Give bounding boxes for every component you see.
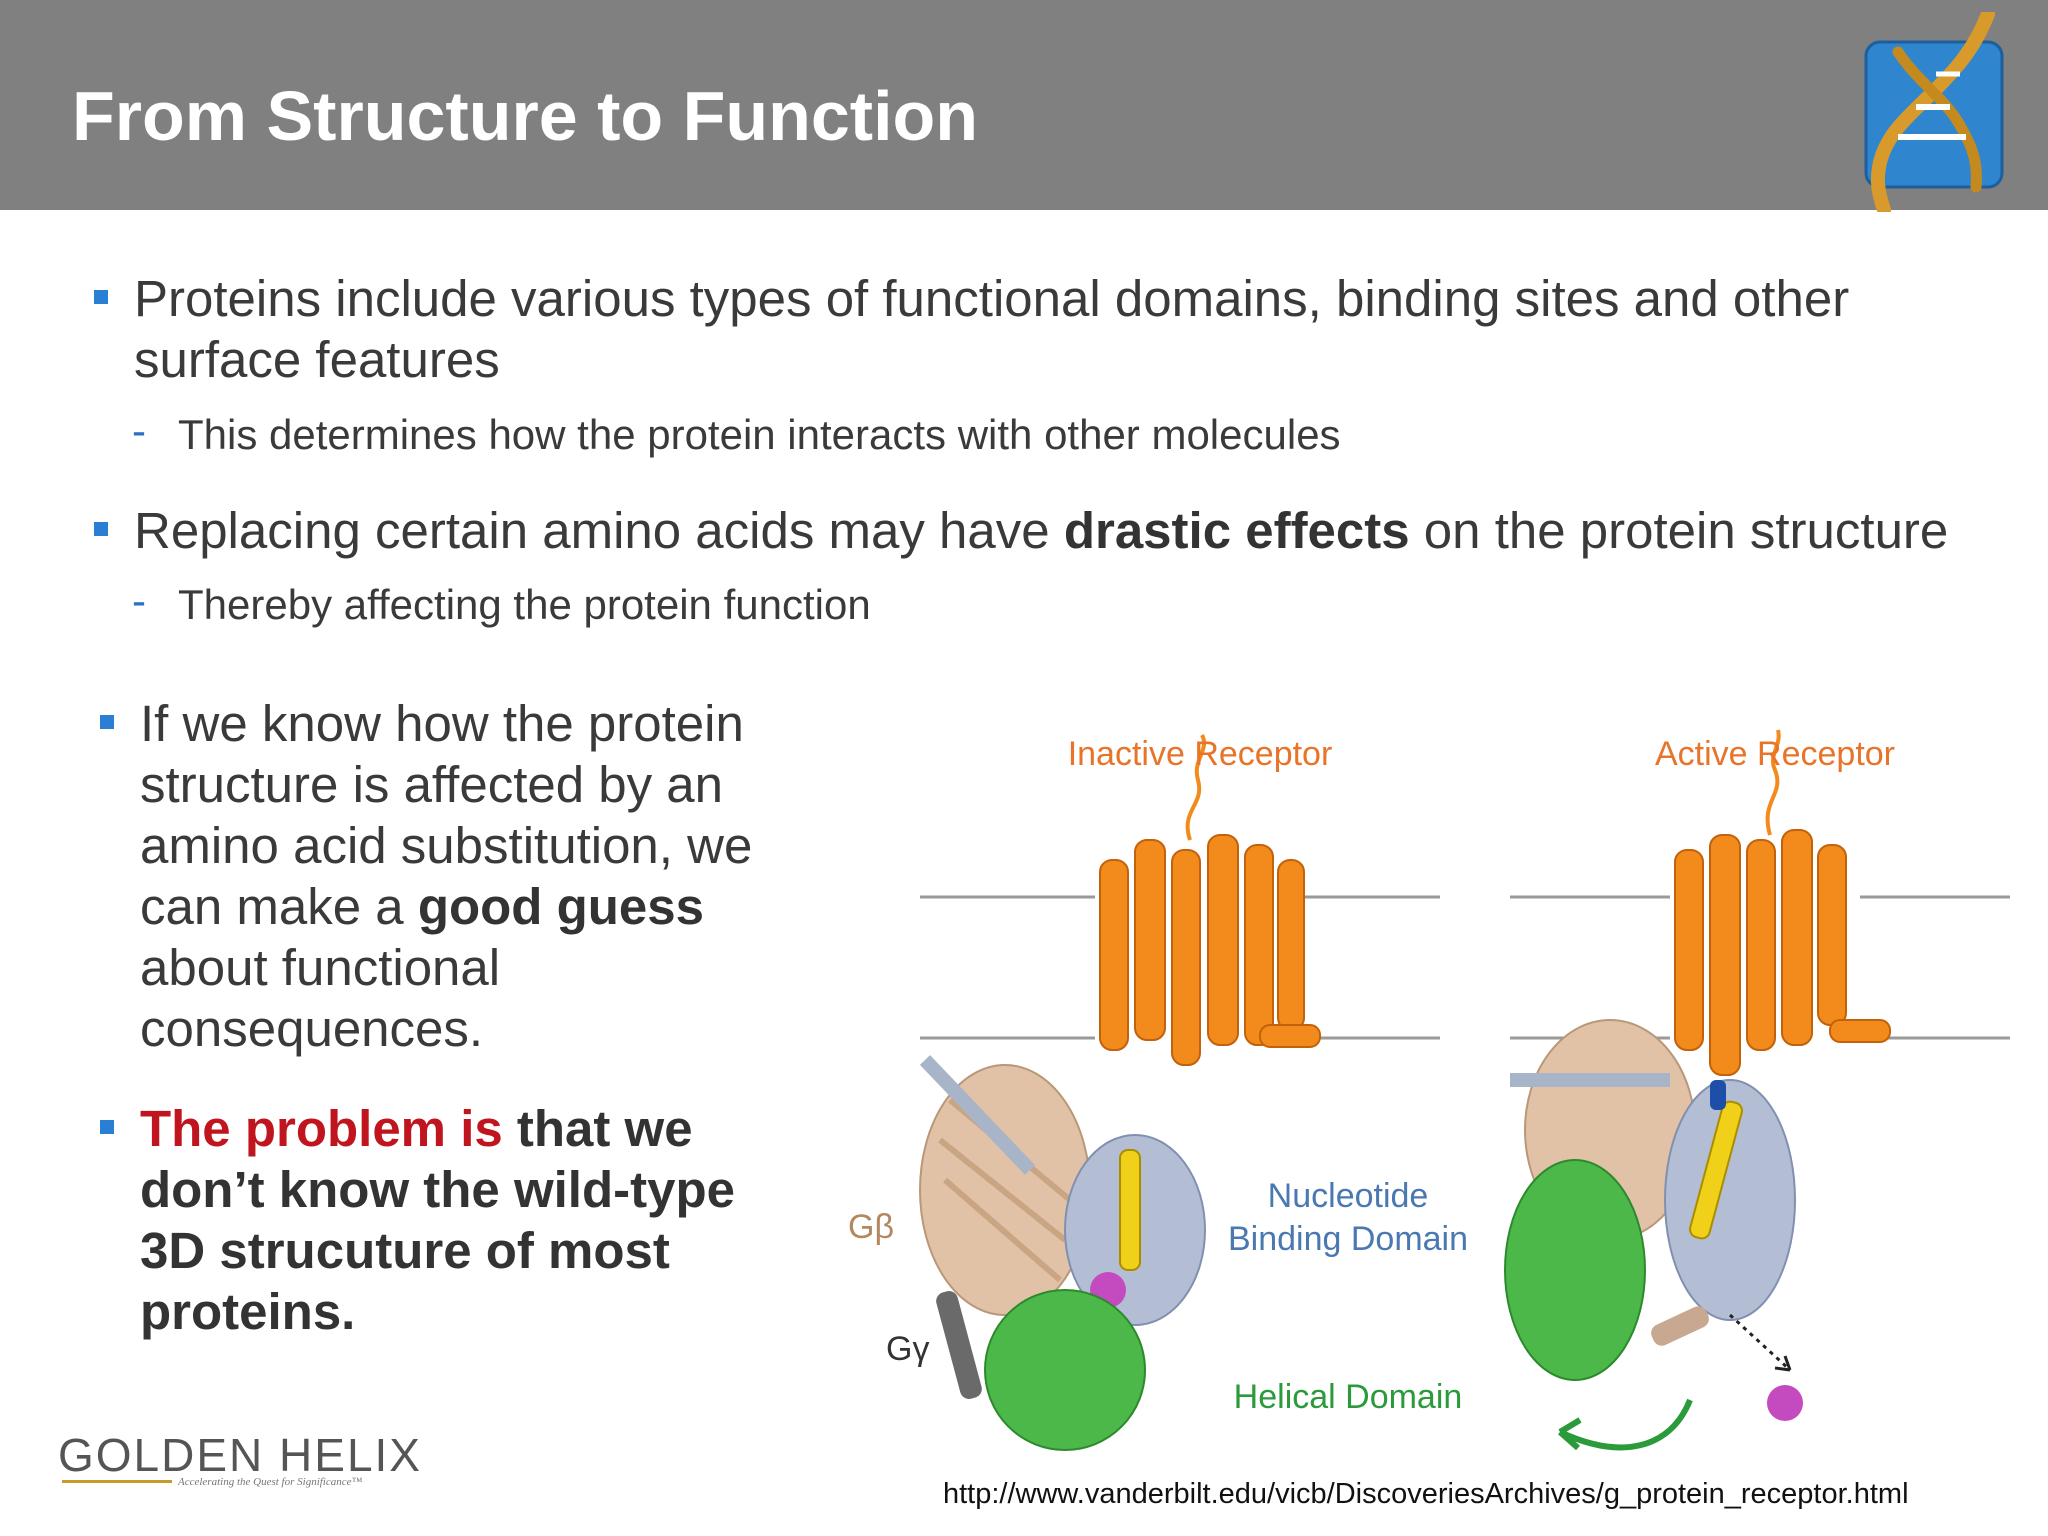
bullet-4-line-3: 3D strucuture of most — [140, 1222, 670, 1279]
bullet-3-line-4-bold: good guess — [417, 878, 704, 935]
active-gamma-subunit — [1651, 1306, 1709, 1346]
bullet-marker — [100, 715, 114, 729]
active-nucleotide-domain — [1664, 1079, 1796, 1321]
bullet-2-sub: Thereby affecting the protein function — [178, 581, 871, 628]
bullet-3-line-3: amino acid substitution, we — [140, 817, 753, 874]
g-protein-receptor-figure: Inactive Receptor Active Receptor Nucleo… — [848, 729, 2010, 1451]
logo-underline — [62, 1480, 172, 1483]
released-nucleotide — [1767, 1385, 1803, 1421]
label-ggamma: Gγ — [886, 1330, 929, 1368]
golden-helix-logo-name: GOLDEN HELIX — [58, 1429, 422, 1481]
sub-bullet-dash: - — [132, 577, 146, 624]
bullet-3-line-4-pre: can make a — [140, 878, 418, 935]
golden-helix-logo-tagline: Accelerating the Quest for Significance™ — [178, 1476, 363, 1488]
active-receptor-loop — [1765, 729, 1781, 836]
release-arrow — [1728, 1313, 1792, 1372]
label-gbeta: Gβ — [848, 1208, 894, 1246]
bullet-4-red-text: The problem is — [140, 1100, 503, 1157]
inactive-gbeta-extension — [919, 1055, 1036, 1175]
bullet-3-line-2: structure is affected by an — [140, 756, 724, 813]
rotation-arrow — [1558, 1398, 1693, 1451]
bullet-3-line-4: can make a good guess — [140, 876, 704, 937]
bullet-marker — [94, 290, 108, 304]
inactive-gbeta-subunit — [919, 1064, 1091, 1316]
bullet-4-line-1: The problem is that we — [140, 1098, 693, 1159]
bullet-3-line-6: consequences. — [140, 1000, 484, 1057]
dna-helix-logo-icon — [1864, 12, 2004, 212]
inactive-gamma-subunit — [936, 1291, 982, 1399]
bullet-marker — [94, 522, 108, 536]
bullet-3-line-5: about functional — [140, 939, 501, 996]
bullet-2-text-bold: drastic effects — [1063, 502, 1410, 559]
active-helical-domain — [1504, 1159, 1646, 1381]
source-url: http://www.vanderbilt.edu/vicb/Discoveri… — [943, 1478, 1909, 1510]
bullet-marker — [100, 1120, 114, 1134]
slide-header: From Structure to Function — [0, 0, 2048, 212]
bullet-1-line-1: Proteins include various types of functi… — [134, 270, 1850, 327]
label-nucleotide-1: Nucleotide — [1268, 1177, 1429, 1215]
golden-helix-logo: GOLDEN HELIX Accelerating the Quest for … — [58, 1428, 420, 1498]
label-nucleotide-2: Binding Domain — [1228, 1220, 1468, 1258]
label-active-receptor: Active Receptor — [1655, 735, 1895, 773]
label-inactive-receptor: Inactive Receptor — [1068, 735, 1333, 773]
bullet-4-line-4: proteins. — [140, 1283, 356, 1340]
bullet-2-text: Replacing certain amino acids may have d… — [134, 500, 1948, 561]
sub-bullet-dash: - — [132, 407, 146, 454]
active-receptor-helices — [1674, 829, 1891, 1076]
bullet-4-line-1-rest: that we — [502, 1100, 693, 1157]
slide-title: From Structure to Function — [72, 77, 979, 155]
inactive-receptor-loop — [1185, 734, 1206, 841]
label-helical-domain: Helical Domain — [1234, 1378, 1463, 1416]
bullet-2-text-pre: Replacing certain amino acids may have — [134, 502, 1064, 559]
bullet-1-sub: This determines how the protein interact… — [178, 411, 1341, 458]
bullet-3-line-1: If we know how the protein — [140, 695, 744, 752]
bullet-2-text-post: on the protein structure — [1409, 502, 1949, 559]
inactive-helical-domain — [984, 1289, 1146, 1451]
inactive-receptor-helices — [1099, 834, 1321, 1066]
bullet-1-line-2: surface features — [134, 331, 500, 388]
bullet-4-line-2: don’t know the wild-type — [140, 1161, 735, 1218]
inactive-nucleotide-domain — [1064, 1134, 1206, 1326]
